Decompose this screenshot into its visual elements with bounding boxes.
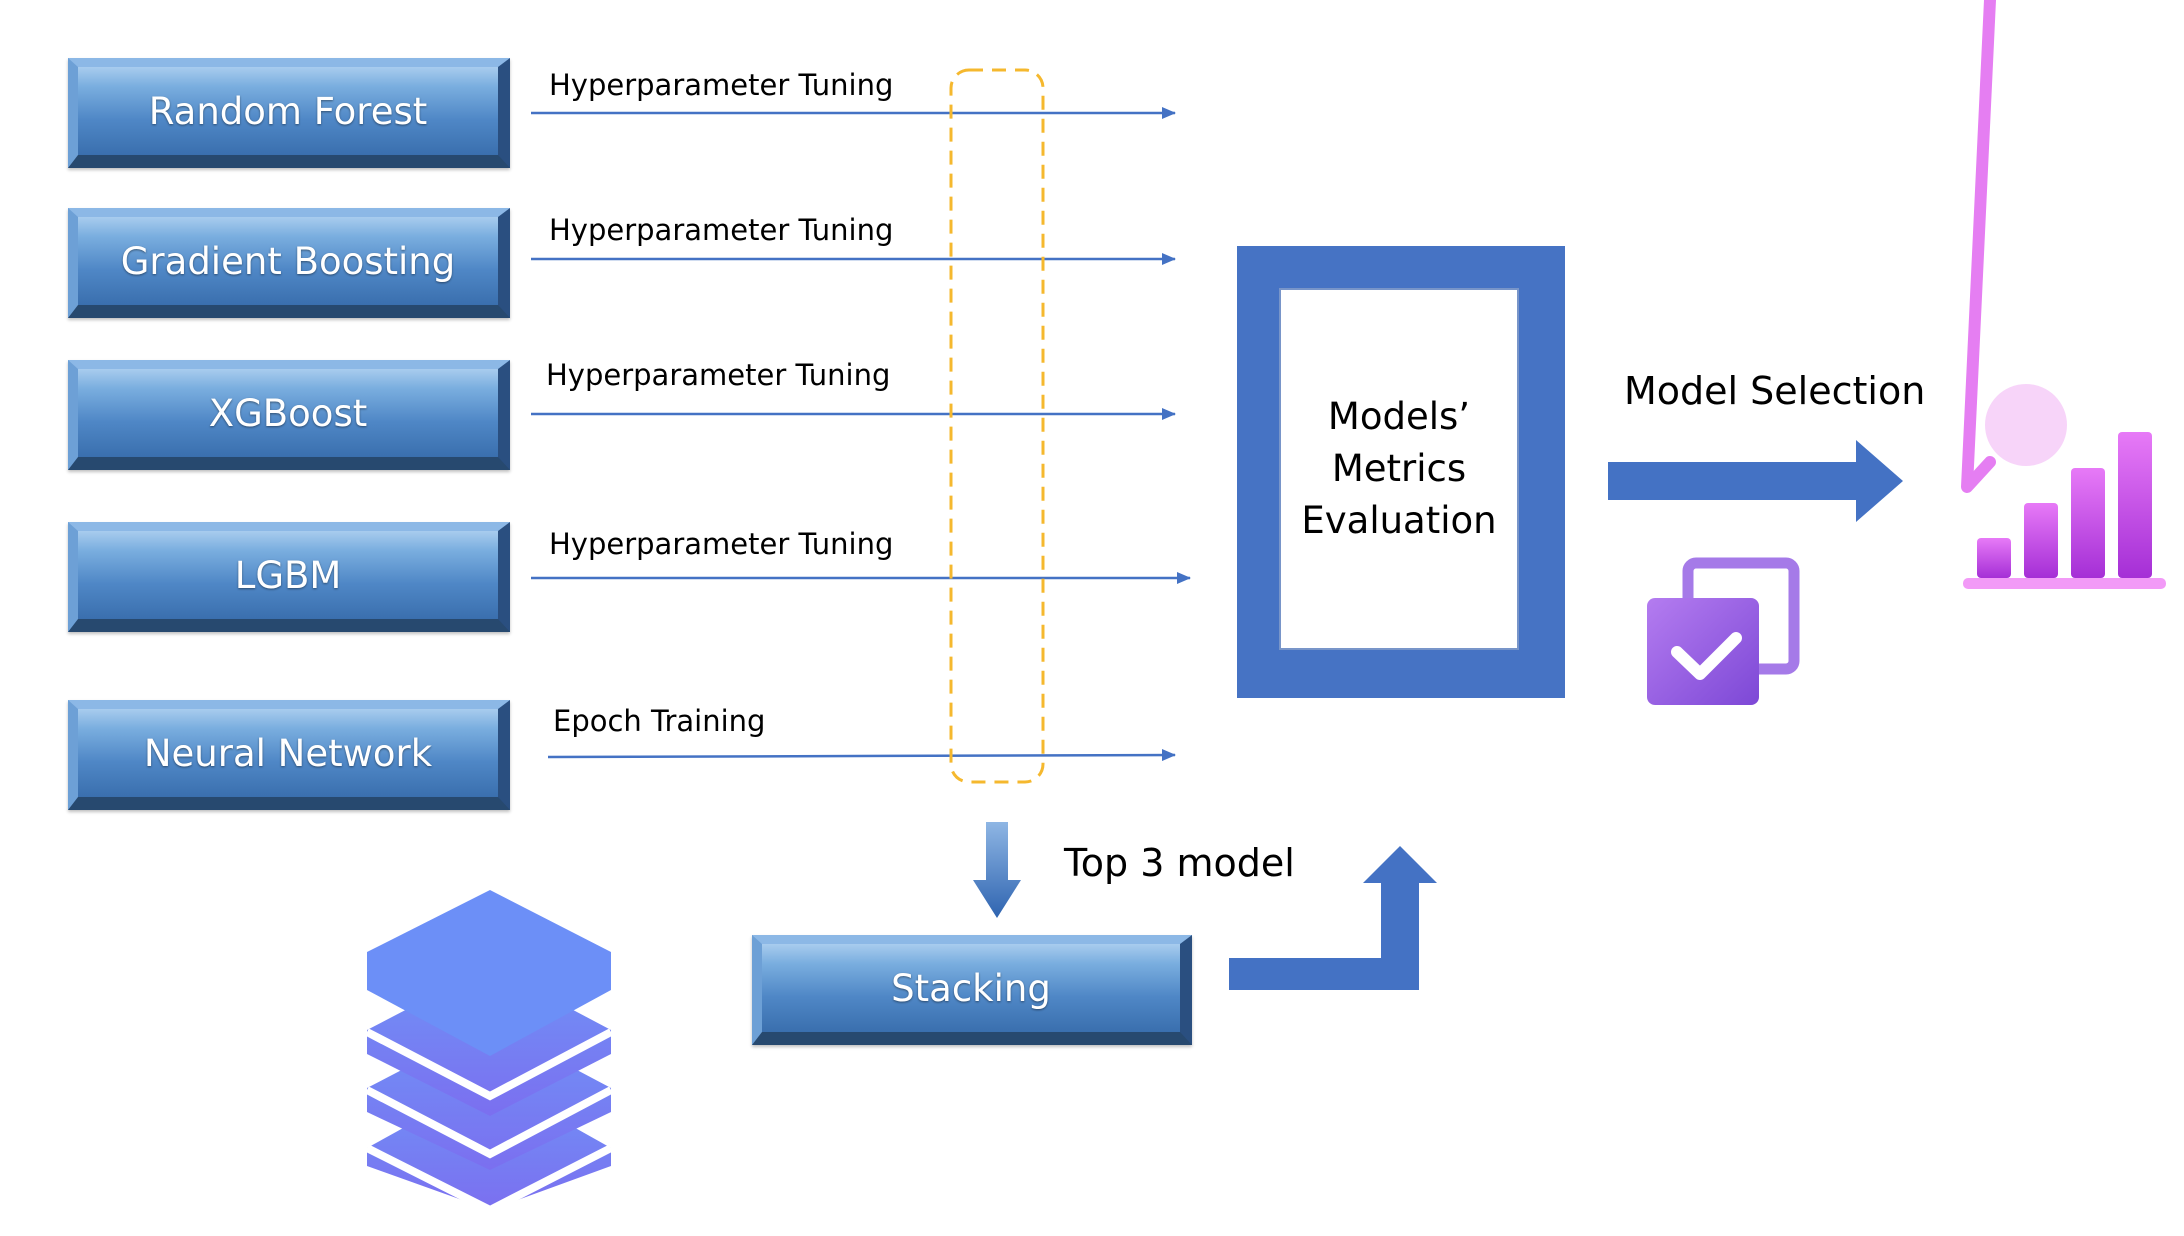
tuning-label-xgboost: Hyperparameter Tuning	[546, 358, 891, 392]
model-label: Neural Network	[143, 731, 433, 775]
training-label-neural-network: Epoch Training	[553, 704, 766, 738]
model-neural-network: Neural Network	[68, 700, 510, 810]
top3-label: Top 3 model	[1064, 841, 1295, 885]
metrics-evaluation-box: Models’ Metrics Evaluation	[1237, 246, 1565, 698]
model-label: XGBoost	[208, 391, 368, 435]
model-lgbm: LGBM	[68, 522, 510, 632]
database-icon	[365, 890, 613, 1215]
model-label: LGBM	[234, 553, 342, 597]
model-selection-label: Model Selection	[1624, 369, 1926, 413]
return-arrow	[1229, 846, 1437, 990]
metrics-evaluation-text: Models’ Metrics Evaluation	[1301, 391, 1496, 547]
stacking-box: Stacking	[752, 935, 1192, 1045]
stacking-label: Stacking	[891, 966, 1051, 1010]
tuning-label-random-forest: Hyperparameter Tuning	[549, 68, 894, 102]
evaluation-line-2: Metrics	[1331, 447, 1467, 490]
selection-arrow	[1608, 440, 1903, 522]
tuning-label-gradient-boosting: Hyperparameter Tuning	[549, 213, 894, 247]
checklist-icon	[1647, 557, 1800, 705]
chart-search-icon	[1961, 0, 2166, 589]
model-label: Random Forest	[148, 89, 428, 133]
evaluation-line-1: Models’	[1327, 395, 1471, 438]
tuning-label-lgbm: Hyperparameter Tuning	[549, 527, 894, 561]
evaluation-line-3: Evaluation	[1301, 499, 1497, 542]
metrics-evaluation-panel: Models’ Metrics Evaluation	[1279, 288, 1519, 650]
model-xgboost: XGBoost	[68, 360, 510, 470]
down-arrow	[973, 822, 1021, 918]
model-gradient-boosting: Gradient Boosting	[68, 208, 510, 318]
top-models-highlight	[949, 68, 1045, 784]
arrow-neural-network	[547, 749, 1176, 762]
model-random-forest: Random Forest	[68, 58, 510, 168]
model-label: Gradient Boosting	[120, 239, 456, 283]
